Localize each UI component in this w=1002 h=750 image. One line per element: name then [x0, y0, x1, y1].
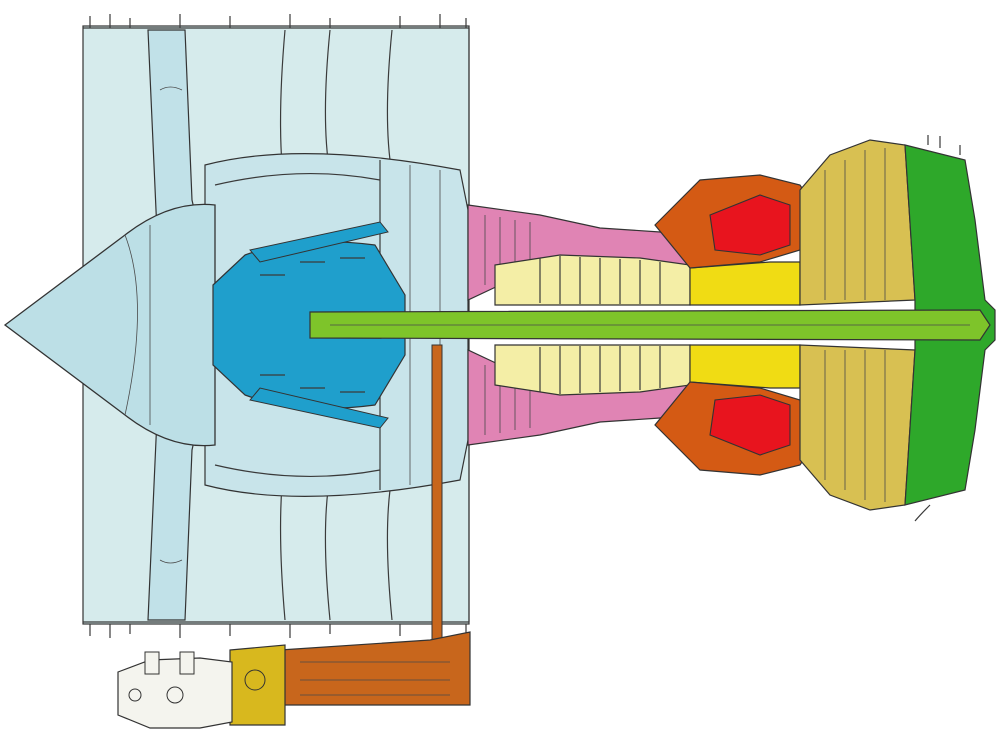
combustor: [709, 194, 791, 456]
main-shaft: [309, 309, 991, 341]
accessory-units: [117, 651, 233, 729]
lp-compressor: [212, 221, 406, 429]
starter-unit: [229, 644, 286, 726]
accessory-gearbox: [279, 631, 471, 706]
radial-drive-shaft: [431, 344, 443, 666]
hp-turbine: [799, 139, 916, 511]
hp-compressor: [494, 254, 691, 396]
hp-compressor-rear: [689, 261, 801, 389]
